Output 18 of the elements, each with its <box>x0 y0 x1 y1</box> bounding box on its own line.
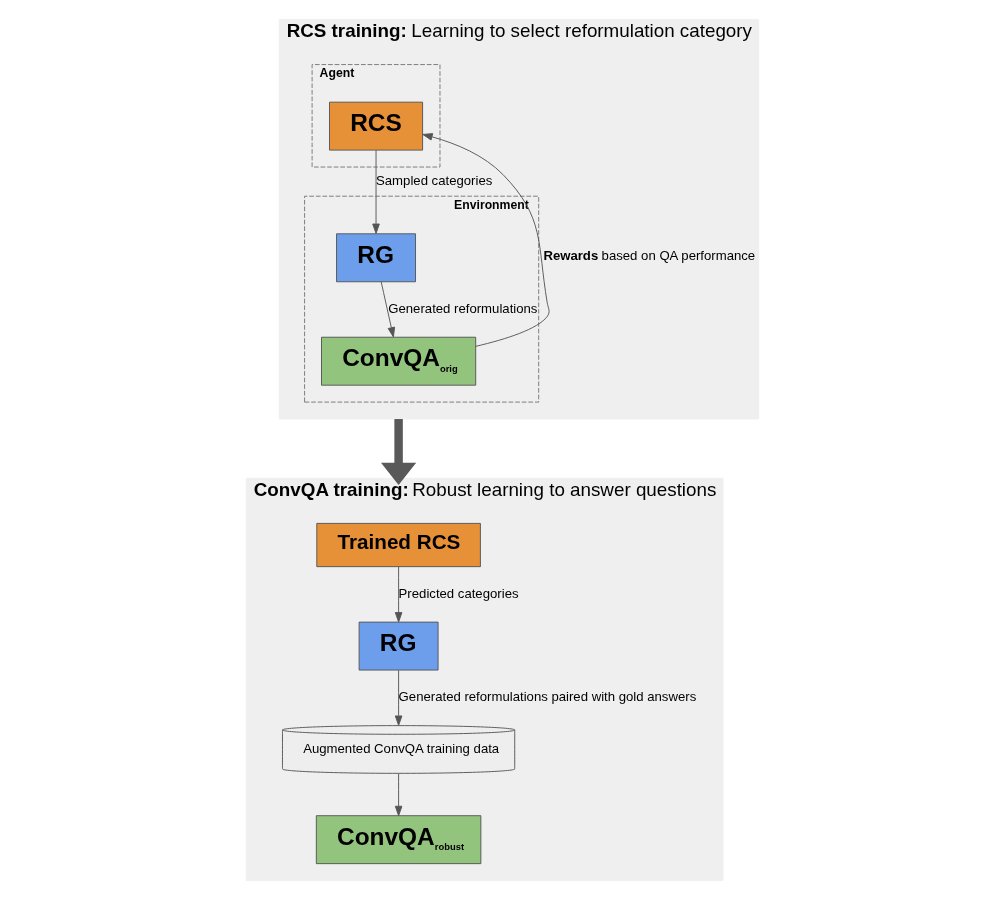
node-box: Trained RCS <box>315 522 481 568</box>
arrow <box>380 281 395 338</box>
node-box: ConvQA$_{robust}$ <box>315 815 481 865</box>
arrow <box>421 133 550 347</box>
edge-label: Sampled categories <box>375 173 492 189</box>
edge-label: Predicted categories <box>398 585 519 601</box>
edge-label: Generated reformulations paired with gold answers <box>398 689 696 705</box>
arrow <box>380 419 416 486</box>
node-box: RCS <box>328 101 423 151</box>
node-box: RG <box>335 233 416 283</box>
arrow <box>394 773 402 817</box>
node-box: ConvQA$_{orig}$ <box>320 336 476 386</box>
arrow <box>394 669 402 726</box>
arrow <box>371 149 380 234</box>
edge-label: Generated reformulations <box>387 300 537 316</box>
node-box: RG <box>358 621 439 671</box>
edge-label: Rewards based on QA performance <box>542 248 755 264</box>
arrow <box>394 566 402 623</box>
